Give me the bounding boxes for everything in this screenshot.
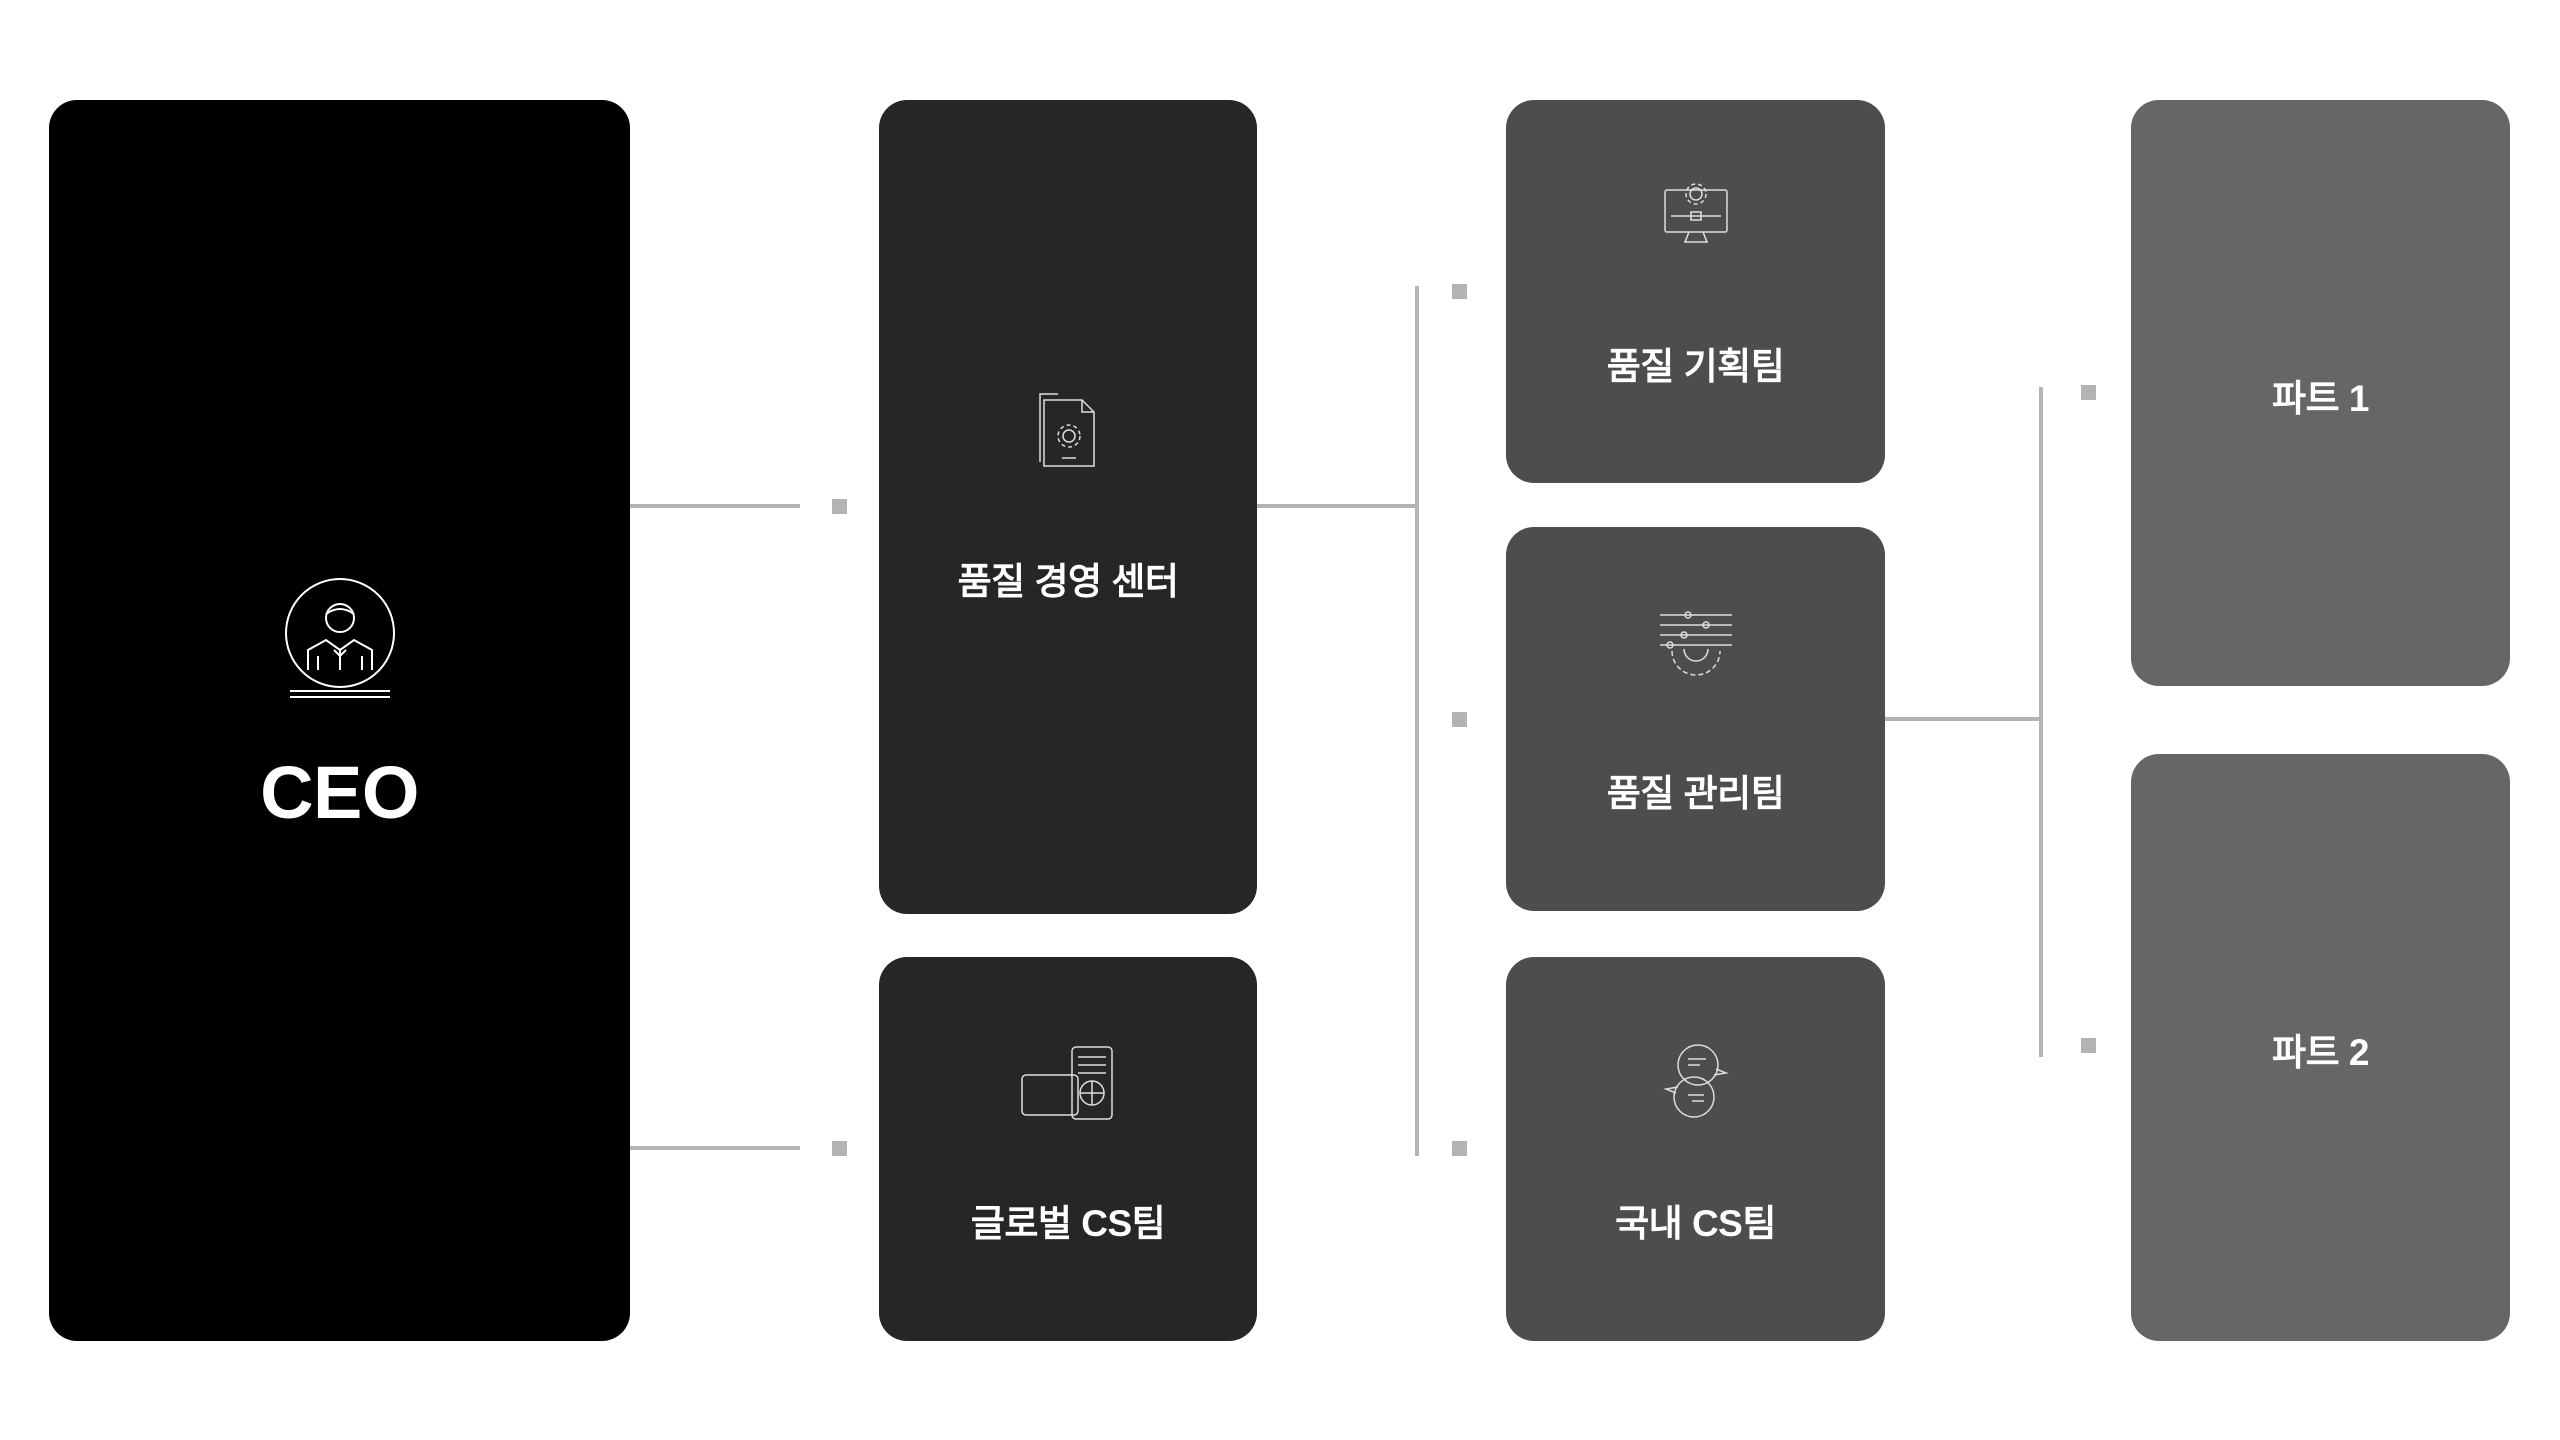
connector-qm-parts xyxy=(1885,717,2043,721)
connector-marker xyxy=(1452,284,1467,299)
part-2-label: 파트 2 xyxy=(2272,1032,2369,1073)
part-2-box[interactable]: 파트 2 xyxy=(2131,754,2510,1341)
person-icon xyxy=(284,578,395,698)
connector-parts-vertical xyxy=(2039,387,2043,1057)
connector-ceo-global xyxy=(630,1146,800,1150)
connector-ceo-center xyxy=(630,504,800,508)
connector-marker xyxy=(2081,1038,2096,1053)
ceo-label: CEO xyxy=(260,751,419,834)
quality-control-team-box[interactable]: 품질 관리팀 xyxy=(1506,527,1885,911)
global-cs-team-label: 글로벌 CS팀 xyxy=(970,1203,1166,1244)
devices-globe-icon xyxy=(1021,1046,1113,1120)
monitor-gear-icon xyxy=(1663,183,1728,243)
quality-management-center-label: 품질 경영 센터 xyxy=(957,561,1179,602)
quality-planning-team-box[interactable]: 품질 기획팀 xyxy=(1506,100,1885,483)
part-1-label: 파트 1 xyxy=(2272,378,2369,419)
connector-center-teams xyxy=(1257,504,1417,508)
connector-marker xyxy=(1452,712,1467,727)
quality-management-center-box[interactable]: 품질 경영 센터 xyxy=(879,100,1257,914)
domestic-cs-team-label: 국내 CS팀 xyxy=(1615,1203,1776,1244)
quality-planning-team-label: 품질 기획팀 xyxy=(1606,346,1785,387)
connector-marker xyxy=(1452,1141,1467,1156)
quality-control-team-label: 품질 관리팀 xyxy=(1606,773,1785,814)
connector-marker xyxy=(832,1141,847,1156)
part-1-box[interactable]: 파트 1 xyxy=(2131,100,2510,686)
connector-marker xyxy=(2081,385,2096,400)
connector-marker xyxy=(832,499,847,514)
domestic-cs-team-box[interactable]: 국내 CS팀 xyxy=(1506,957,1885,1341)
sliders-gear-icon xyxy=(1659,611,1732,676)
chat-bubbles-icon xyxy=(1662,1044,1729,1118)
document-gear-icon xyxy=(1039,393,1095,467)
global-cs-team-box[interactable]: 글로벌 CS팀 xyxy=(879,957,1257,1341)
connector-teams-vertical xyxy=(1415,286,1419,1156)
ceo-box[interactable]: CEO xyxy=(49,100,630,1341)
